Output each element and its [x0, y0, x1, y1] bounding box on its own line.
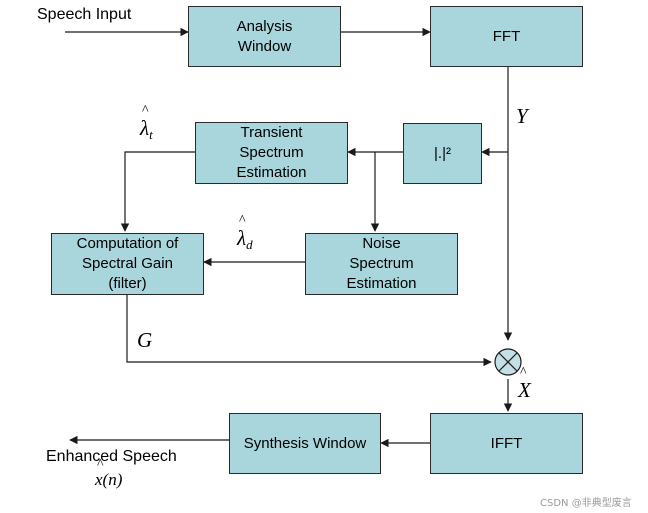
- enhanced-signal-label: x(n): [95, 457, 122, 490]
- noise-spectrum-block: Noise Spectrum Estimation: [305, 233, 458, 295]
- ifft-label: IFFT: [490, 434, 523, 452]
- ifft-block: IFFT: [430, 413, 583, 474]
- wire-transient-to-gain: [120, 151, 195, 232]
- enhanced-spectrum-symbol: X: [518, 365, 531, 403]
- spectral-gain-block: Computation of Spectral Gain (filter): [51, 233, 204, 295]
- transient-spectrum-block: Transient Spectrum Estimation: [195, 122, 348, 184]
- wire-gain-to-multiplier: [126, 295, 492, 367]
- magnitude-squared-label: |.|²: [434, 144, 451, 162]
- magnitude-squared-block: |.|²: [403, 123, 482, 184]
- spectral-gain-line-2: Spectral Gain: [82, 255, 173, 272]
- noise-line-2: Spectrum: [349, 255, 414, 272]
- transient-line-1: Transient: [240, 124, 303, 141]
- enhanced-signal-text: x(n): [95, 457, 122, 490]
- fft-label: FFT: [492, 27, 521, 45]
- synthesis-window-label: Synthesis Window: [243, 434, 367, 452]
- transient-line-3: Estimation: [236, 164, 307, 181]
- gain-symbol: G: [137, 328, 153, 352]
- analysis-window-line-1: Analysis: [236, 17, 293, 35]
- spectral-gain-line-1: Computation of: [76, 235, 179, 252]
- noise-line-3: Estimation: [346, 275, 417, 292]
- noise-estimate-symbol: λd: [237, 213, 253, 253]
- analysis-window-block: Analysis Window: [188, 6, 341, 67]
- enhanced-speech-label: Enhanced Speech: [46, 448, 177, 465]
- noise-lambda: λ: [237, 213, 246, 251]
- noise-subscript: d: [246, 237, 253, 252]
- analysis-window-line-2: Window: [237, 37, 292, 55]
- noise-line-1: Noise: [362, 235, 401, 252]
- transient-estimate-symbol: λt: [140, 103, 153, 143]
- speech-input-label: Speech Input: [37, 6, 132, 23]
- watermark: CSDN @非典型废言: [540, 498, 632, 509]
- enhanced-spectrum-text: X: [518, 365, 531, 403]
- spectral-gain-line-3: (filter): [108, 275, 147, 292]
- transient-subscript: t: [149, 127, 153, 142]
- multiplier-node: [494, 348, 522, 376]
- fft-block: FFT: [430, 6, 583, 67]
- transient-line-2: Spectrum: [239, 144, 304, 161]
- synthesis-window-block: Synthesis Window: [229, 413, 381, 474]
- transient-lambda: λ: [140, 103, 149, 141]
- spectrum-symbol: Y: [516, 104, 528, 128]
